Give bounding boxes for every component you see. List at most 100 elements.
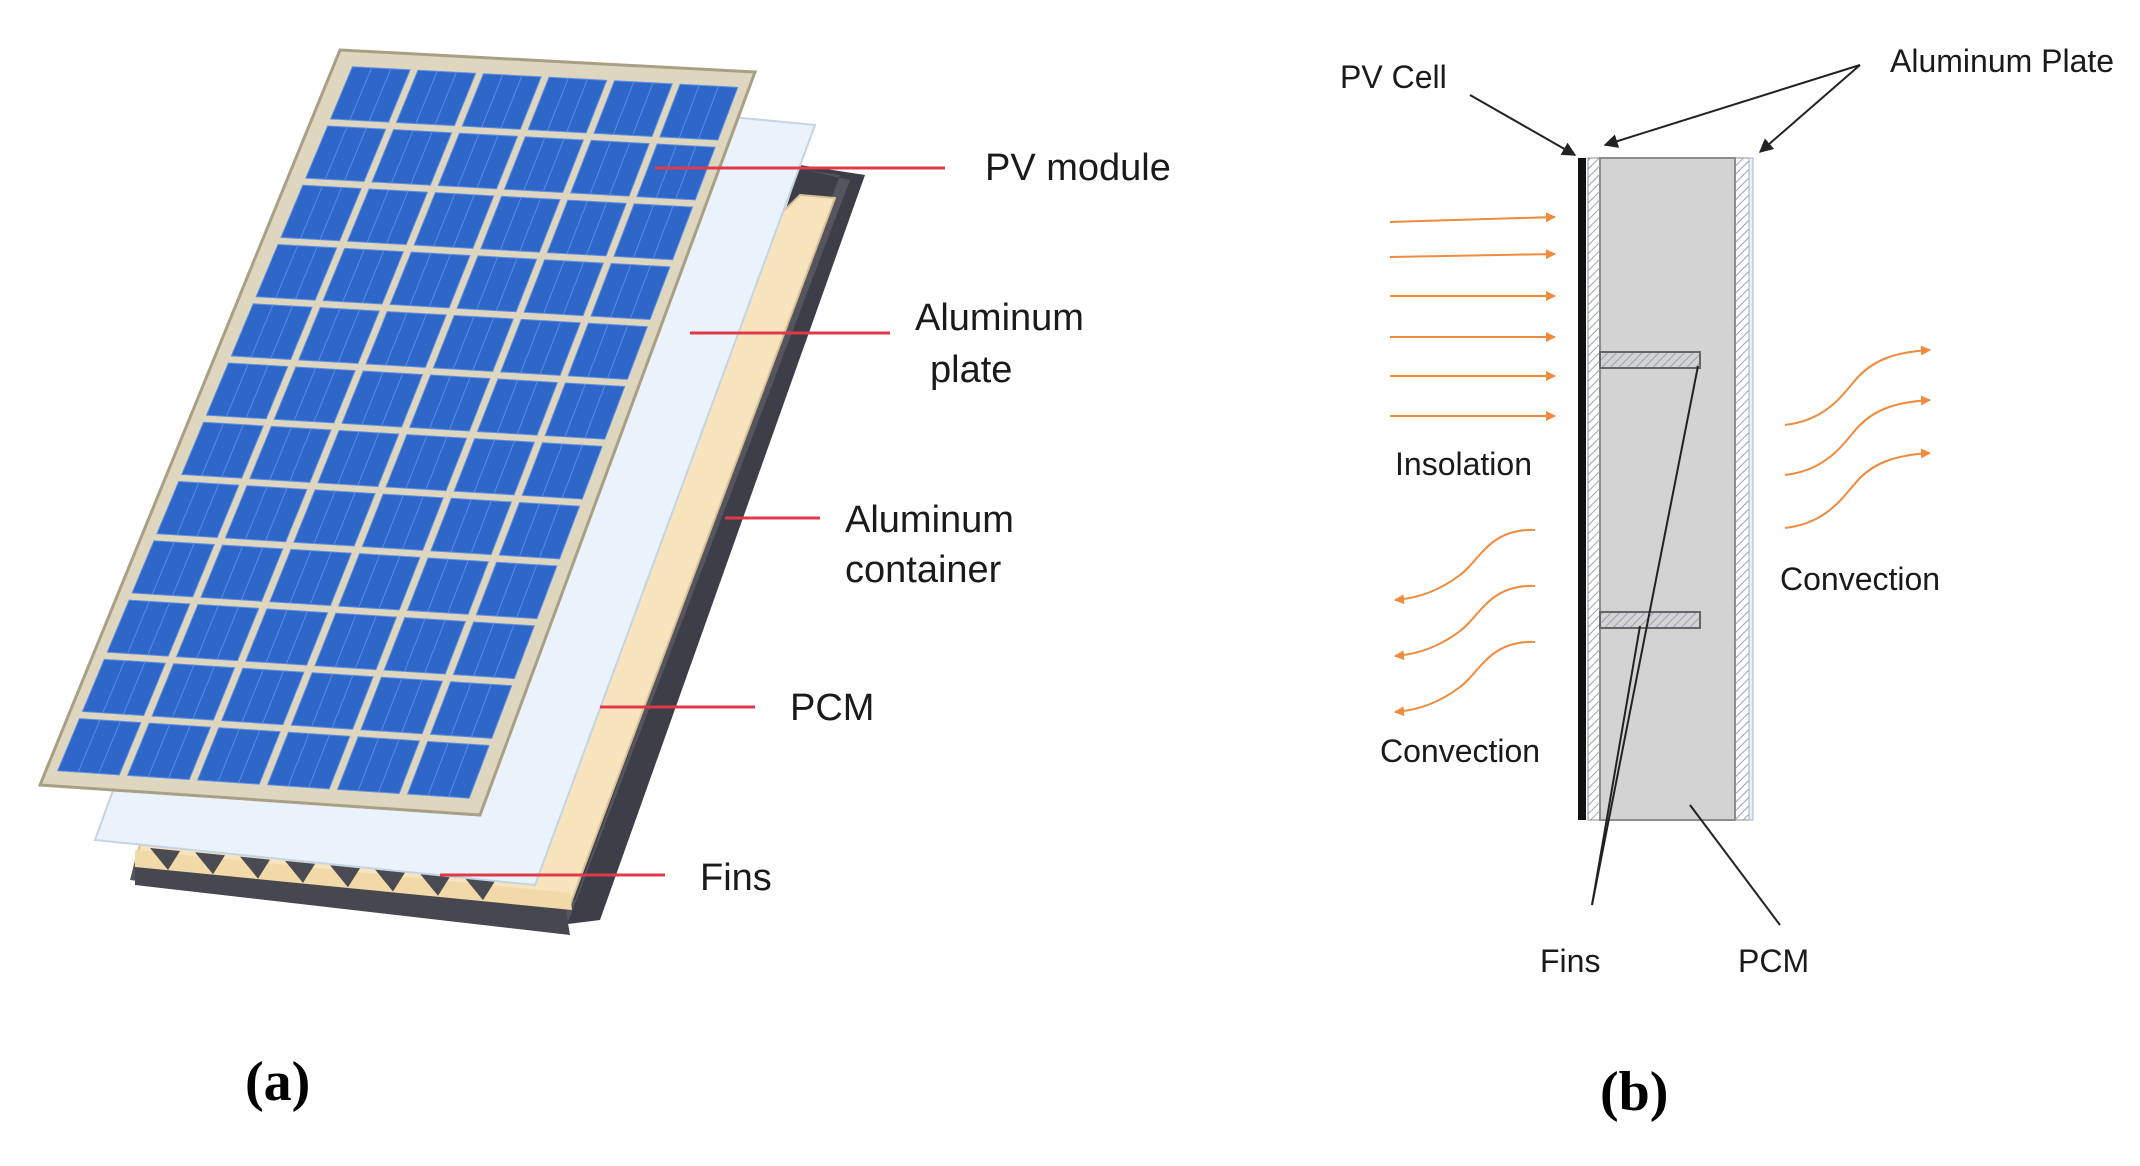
label-aluminum-plate-line2: plate	[930, 349, 1012, 391]
pv-cell	[590, 263, 671, 321]
label-pv-cell: PV Cell	[1340, 59, 1447, 95]
pv-cell-busbar	[196, 605, 219, 659]
convection-right-arrow	[1784, 448, 1931, 529]
label-pcm: PCM	[790, 687, 874, 729]
pv-cell-busbar	[495, 257, 518, 311]
pv-cell-busbar	[566, 200, 588, 254]
pv-cell-busbar	[98, 721, 121, 774]
pv-cell-busbar	[270, 305, 293, 359]
pv-cell-busbar	[122, 661, 146, 715]
pv-cell-busbar	[698, 86, 719, 140]
fin-tooth	[330, 865, 360, 888]
pv-cell-busbar	[344, 127, 367, 181]
pv-cell-busbar	[587, 324, 609, 378]
pv-cell-busbar	[607, 325, 629, 379]
pv-cell-busbar	[168, 725, 191, 779]
insolation-arrow	[1389, 249, 1556, 260]
pv-cell-busbar	[427, 559, 449, 612]
pv-cell-busbar	[245, 365, 269, 418]
convection-left-arrow	[1394, 640, 1536, 717]
pv-cell-busbar	[337, 309, 361, 363]
pv-cell-busbar	[493, 440, 515, 494]
pv-cell-busbar	[632, 82, 654, 136]
pv-cell-busbar	[217, 728, 240, 782]
pv-cell-busbar	[378, 739, 400, 793]
pv-cell-busbar	[496, 380, 519, 433]
label-insolation: Insolation	[1395, 446, 1532, 482]
pv-cell-busbar	[151, 541, 175, 595]
fin-upper	[1599, 351, 1701, 369]
pv-cell-busbar	[386, 190, 409, 244]
pv-cell-busbar	[313, 369, 336, 422]
pv-cell-busbar	[450, 499, 472, 553]
pv-cell-busbar	[361, 250, 385, 304]
pv-cell-busbar	[473, 439, 496, 493]
caption-b: (b)	[1600, 1061, 1668, 1123]
pv-cell-busbar	[337, 431, 360, 485]
panel-a: PV module Aluminum plate Aluminum contai…	[37, 48, 1171, 1113]
pv-cell-busbar	[331, 675, 354, 729]
pv-cell-busbar	[450, 682, 472, 736]
pv-cell-busbar	[293, 368, 317, 421]
pv-cell-busbar	[543, 260, 565, 314]
pv-cell-busbar	[539, 321, 562, 375]
label-convection-right: Convection	[1780, 561, 1940, 597]
pv-cell	[297, 307, 380, 364]
convection-right-arrows	[1784, 345, 1931, 529]
pv-cell	[593, 80, 673, 137]
pv-cell-busbar	[476, 135, 499, 188]
pv-cell-busbar	[355, 615, 377, 669]
pv-cell-busbar	[349, 67, 373, 121]
pv-cell-busbar	[424, 619, 446, 673]
pv-cell-busbar	[309, 551, 332, 605]
pv-cell-busbar	[381, 495, 404, 548]
pv-cell-busbar	[562, 261, 585, 315]
pointer-pcm	[1689, 804, 1781, 926]
caption-a: (a)	[245, 1051, 310, 1113]
pv-cell-busbar	[404, 618, 426, 672]
pv-cell-busbar	[241, 669, 264, 723]
convection-right-arrow	[1784, 345, 1931, 426]
pv-cell-busbar	[192, 666, 215, 719]
pv-cell-busbar	[542, 138, 565, 192]
pv-cell-busbar	[448, 743, 470, 797]
pv-cell-busbar	[405, 313, 428, 367]
pv-cell-busbar	[357, 738, 380, 791]
pv-cell-busbar	[176, 482, 200, 536]
pv-cell-busbar	[447, 560, 469, 614]
pv-cell	[305, 125, 387, 182]
panel-b: PV Cell Aluminum Plate Insolation Convec…	[1340, 43, 2114, 1123]
pcm-layer-front	[135, 850, 572, 910]
pv-cell-busbar	[652, 205, 674, 259]
label-aluminum-plate-line1: Aluminum	[915, 297, 1084, 339]
pv-cell-busbar	[655, 144, 677, 198]
leader-lines	[440, 166, 945, 877]
pv-cell-busbar	[201, 423, 224, 476]
pv-cell-busbar	[385, 312, 408, 366]
label-aluminum-plate: Aluminum Plate	[1890, 43, 2114, 79]
pointer-lines	[1469, 64, 1861, 926]
pv-cell-busbar	[245, 486, 268, 540]
pv-cell-busbar	[675, 145, 697, 199]
fin-tooth	[240, 856, 270, 879]
pv-cell-busbar	[368, 68, 392, 122]
pv-cell-busbar	[172, 664, 195, 718]
pv-cell-busbar	[493, 624, 515, 678]
pv-cell-busbar	[629, 265, 651, 319]
convection-left-arrow	[1394, 528, 1536, 605]
pv-cell-busbar	[221, 424, 244, 478]
pv-cell-busbar	[481, 74, 504, 128]
pv-cell	[371, 129, 453, 186]
pv-cell-busbar	[678, 85, 700, 139]
insolation-arrow	[1389, 212, 1556, 223]
pointer-aluminum-plate-back	[1758, 64, 1861, 153]
pv-cell-busbar	[102, 660, 126, 713]
pv-cell-busbar	[433, 193, 456, 247]
pv-cell-busbar	[470, 684, 492, 738]
fin-tooth	[375, 869, 405, 892]
pv-cell-busbar	[499, 197, 522, 251]
pv-cell	[245, 608, 329, 666]
pv-cell-busbar	[472, 317, 495, 371]
pv-cell-busbar	[449, 377, 471, 430]
